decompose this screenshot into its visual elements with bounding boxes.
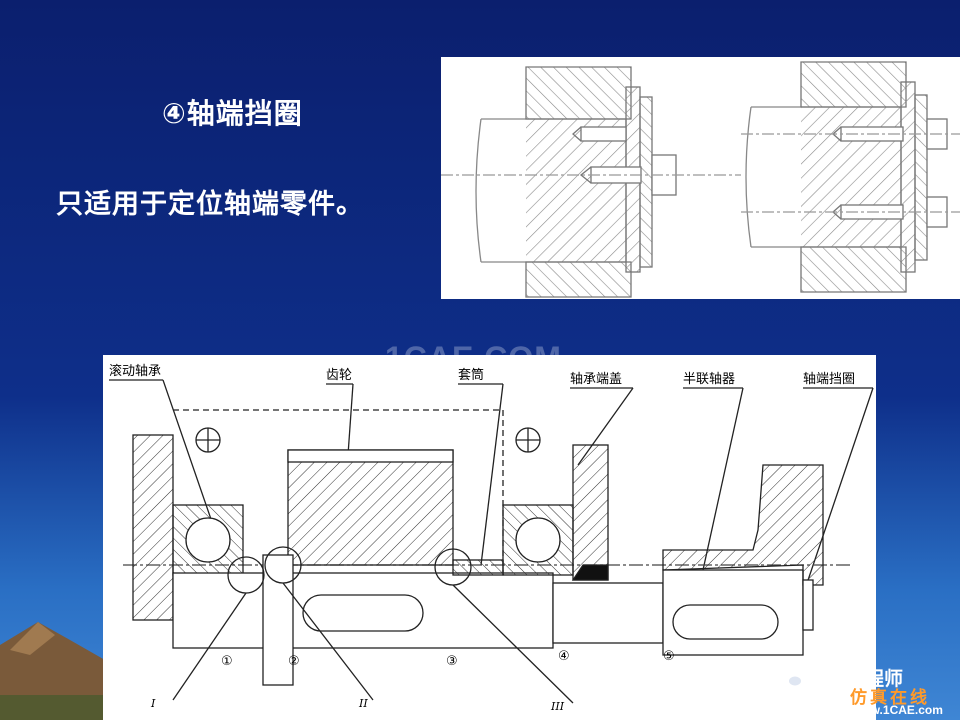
double-bolt-end-ring (741, 61, 960, 293)
site-url: www.1CAE.com (852, 703, 943, 717)
label-bearing-cover: 轴承端盖 (570, 372, 622, 387)
shaft-end-ring-diagram (441, 57, 960, 299)
shaft-assembly-diagram: 滚动轴承 齿轮 套筒 轴承端盖 半联轴器 轴端挡圈 (103, 355, 876, 720)
label-shaft-end-ring: 轴端挡圈 (803, 372, 855, 387)
label-half-coupling: 半联轴器 (683, 372, 735, 387)
label-sleeve: 套筒 (458, 367, 484, 383)
position-2: ② (288, 654, 300, 669)
site-name: 仿真在线 (850, 688, 930, 708)
wechat-icon (781, 672, 801, 686)
label-gear: 齿轮 (326, 368, 352, 383)
brand-badge: 机械工程师 (780, 664, 903, 691)
position-3: ③ (446, 654, 458, 669)
single-bolt-end-ring (441, 66, 741, 298)
section-II: II (358, 697, 368, 710)
label-rolling-bearing: 滚动轴承 (109, 363, 161, 379)
slide-title: ④轴端挡圈 (162, 97, 303, 130)
section-III: III (550, 700, 565, 713)
slide-text: 只适用于定位轴端零件。 (56, 189, 364, 220)
position-4: ④ (558, 649, 570, 664)
brand-name: 机械工程师 (808, 668, 904, 690)
position-5: ⑤ (663, 649, 675, 664)
section-I: I (150, 697, 156, 710)
position-1: ① (221, 654, 233, 669)
mountain-decoration (0, 622, 120, 720)
